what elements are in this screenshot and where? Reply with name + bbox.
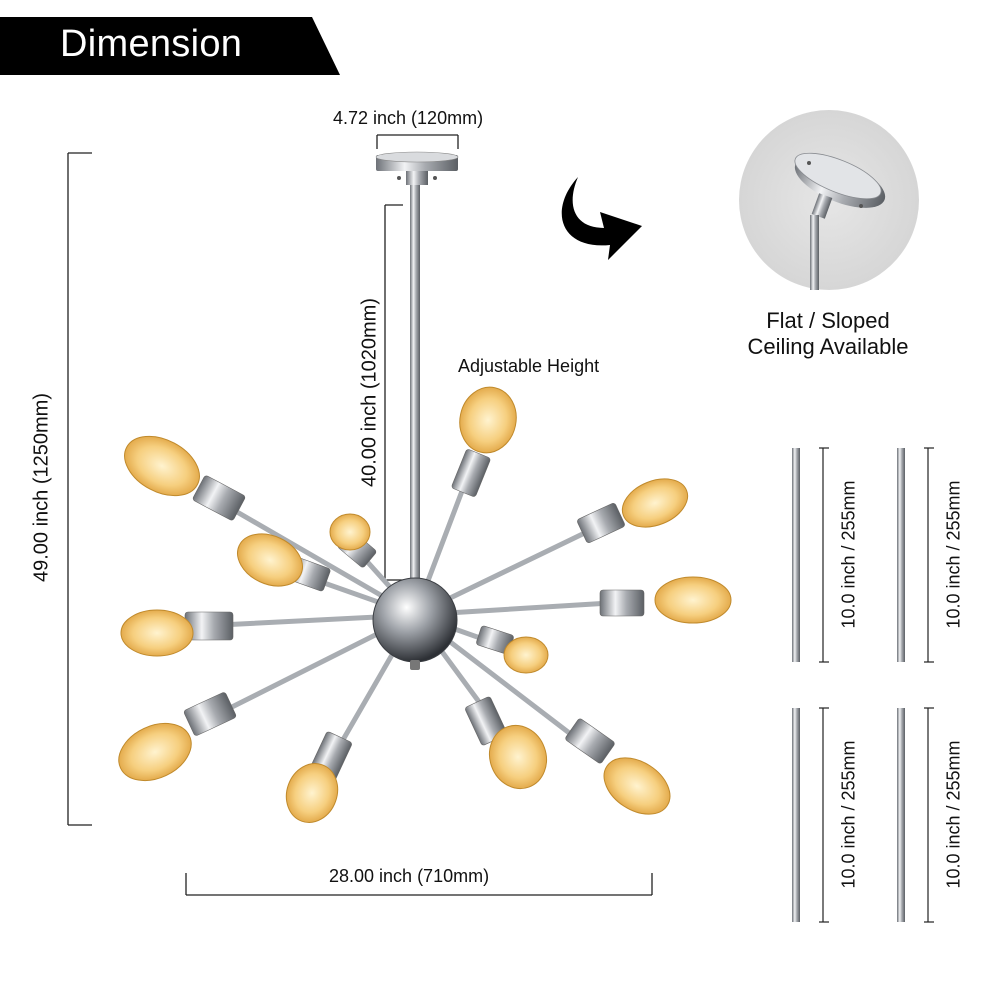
canopy-width-label: 4.72 inch (120mm) (333, 108, 484, 128)
rod-3-label: 10.0 inch / 255mm (838, 740, 859, 889)
rod-height-label: 40.00 inch (1020mm) (358, 298, 381, 487)
center-sphere (372, 577, 458, 663)
ceiling-canopy (375, 151, 459, 185)
rod-brackets (819, 447, 934, 923)
banner-title: Dimension (60, 23, 243, 65)
rod-2-label: 10.0 inch / 255mm (943, 480, 964, 629)
overall-width-label: 28.00 inch (710mm) (329, 866, 490, 886)
extension-rods (792, 448, 905, 922)
title-banner: Dimension (0, 17, 340, 75)
ceiling-detail-circle (739, 110, 919, 290)
ceiling-callout: Flat / Sloped Ceiling Available (718, 308, 938, 360)
rod-4-label: 10.0 inch / 255mm (943, 740, 964, 889)
canopy-width-bracket (376, 134, 459, 149)
callout-line-1: Flat / Sloped (766, 308, 890, 333)
overall-height-bracket (67, 152, 92, 826)
overall-height-label: 49.00 inch (1250mm) (30, 393, 53, 582)
banner-shape (0, 17, 340, 75)
rod-height-bracket (384, 204, 403, 581)
edison-bulbs (118, 386, 732, 823)
callout-line-2: Ceiling Available (747, 334, 909, 359)
rod-1-label: 10.0 inch / 255mm (838, 480, 859, 629)
down-rod (410, 185, 420, 585)
curved-arrow-icon (561, 177, 642, 260)
adjustable-height-label: Adjustable Height (458, 356, 600, 376)
overall-width-bracket (185, 873, 653, 896)
finial (410, 660, 420, 670)
